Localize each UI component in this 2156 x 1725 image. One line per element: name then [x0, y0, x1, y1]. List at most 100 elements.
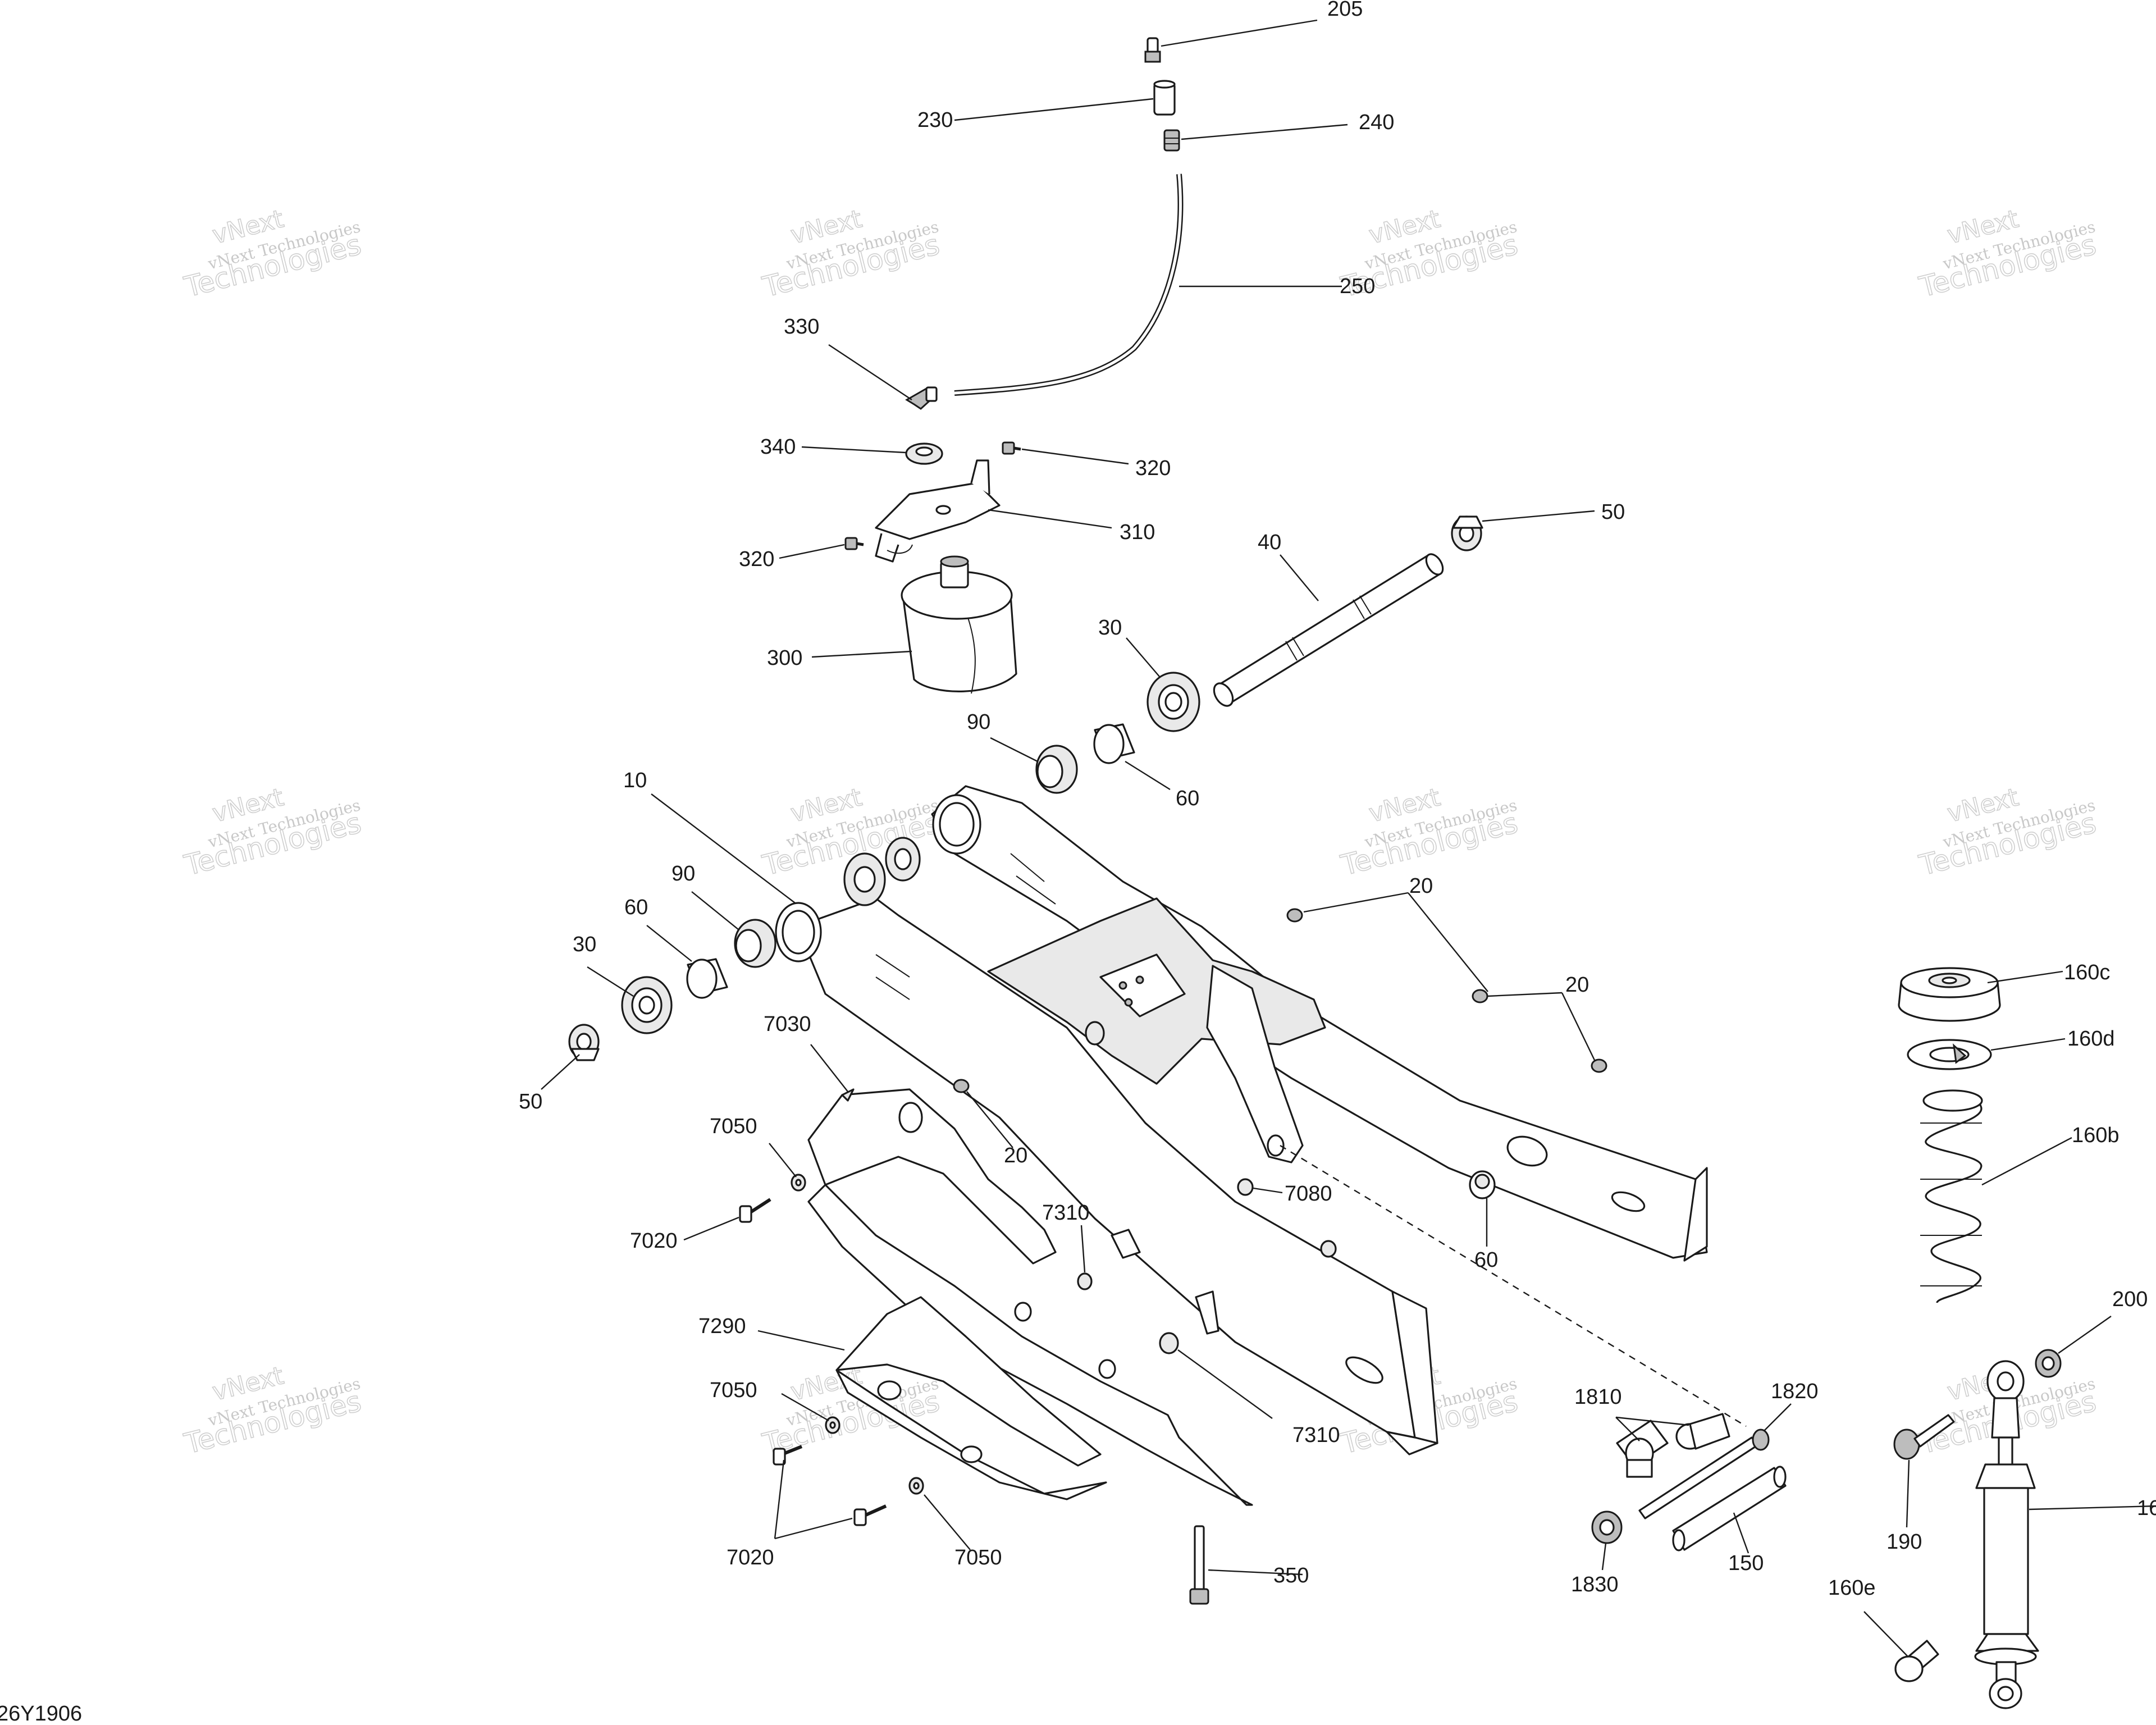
- watermark: vNext Technologies vNext Technologies: [180, 1361, 364, 1461]
- callout-300: 300: [767, 646, 802, 670]
- part-330-elbow-fitting: [905, 386, 938, 410]
- part-7050-washer-1: [791, 1174, 806, 1192]
- callout-7310-b: 7310: [1292, 1423, 1340, 1447]
- callout-7290: 7290: [698, 1315, 746, 1338]
- callout-90-left: 90: [672, 862, 695, 886]
- callout-200: 200: [2112, 1288, 2148, 1311]
- callout-7310-a: 7310: [1042, 1201, 1090, 1225]
- part-230-adaptor: [1153, 80, 1176, 116]
- callout-310: 310: [1120, 521, 1155, 544]
- part-40-pivot-shaft: [1213, 553, 1444, 707]
- callout-90-right: 90: [967, 710, 990, 734]
- part-50-pivot-nut-right: [1451, 515, 1483, 551]
- figure-code: 26Y1906: [0, 1702, 82, 1725]
- callout-50-left: 50: [519, 1090, 542, 1114]
- part-160d-spring-clip: [1907, 1039, 1992, 1070]
- callout-160e: 160e: [1828, 1576, 1876, 1600]
- part-190-shock-bolt: [1893, 1414, 1955, 1460]
- alignment-line: [1280, 1144, 1747, 1427]
- callout-320-lower: 320: [739, 547, 774, 571]
- callout-20-b: 20: [1565, 973, 1589, 997]
- part-10-swing-arm: [775, 785, 1708, 1455]
- callout-205: 205: [1327, 0, 1363, 21]
- part-60-bushing-left: [686, 958, 728, 999]
- callout-340: 340: [760, 435, 796, 459]
- callout-7020-a: 7020: [630, 1229, 678, 1253]
- part-20-plug-3: [1591, 1058, 1607, 1073]
- part-1810-bushings: [1616, 1413, 1730, 1478]
- callout-160b: 160b: [2072, 1124, 2120, 1147]
- part-7310-clip-2: [1014, 1302, 1179, 1379]
- callout-10: 10: [623, 769, 647, 792]
- part-90-seal-left: [734, 919, 776, 968]
- part-205-grease-fitting: [1144, 37, 1161, 63]
- part-1820-bolt: [1638, 1429, 1770, 1519]
- part-30-bearing-right: [1146, 672, 1200, 732]
- callout-7050-b: 7050: [710, 1379, 757, 1402]
- part-7290-slider: [835, 1296, 1107, 1500]
- callout-7050-c: 7050: [954, 1546, 1002, 1569]
- part-160-shock-absorber: [1974, 1360, 2039, 1709]
- part-320-screw-upper: [1002, 441, 1021, 455]
- watermarks: vNext Technologies vNext Technologies vN…: [180, 204, 2099, 1461]
- part-20-plug-4: [953, 1079, 970, 1093]
- callout-60-left: 60: [624, 896, 648, 919]
- callout-1830: 1830: [1571, 1573, 1619, 1596]
- part-7020-screw-1: [739, 1198, 771, 1223]
- part-7030-chain-guard: [807, 1088, 1253, 1506]
- callout-7020-b: 7020: [727, 1546, 774, 1569]
- callout-320-upper: 320: [1135, 457, 1171, 480]
- part-250-grease-hose: [954, 174, 1184, 396]
- callout-1810: 1810: [1574, 1385, 1622, 1409]
- part-7020-screw-2: [773, 1445, 803, 1466]
- part-240-fitting: [1163, 129, 1180, 152]
- part-20-plug-2: [1472, 989, 1488, 1003]
- part-20-plug-1: [1286, 908, 1303, 923]
- part-320-screw-lower: [844, 537, 864, 550]
- callout-7080: 7080: [1285, 1182, 1332, 1206]
- part-160b-spring: [1920, 1089, 1983, 1303]
- callout-20-a: 20: [1409, 874, 1433, 898]
- callout-30-left: 30: [573, 933, 596, 956]
- callout-350: 350: [1273, 1564, 1309, 1587]
- part-1830-nut: [1591, 1510, 1623, 1544]
- watermark: vNext Technologies vNext Technologies: [180, 204, 364, 304]
- part-200-shock-nut: [2035, 1349, 2062, 1378]
- part-7020-screw-3: [853, 1504, 887, 1526]
- parts: [568, 37, 2062, 1709]
- leader-lines: [541, 19, 2156, 1657]
- part-350-shock-bolt: [1189, 1525, 1209, 1605]
- callout-7050-a: 7050: [710, 1115, 757, 1138]
- callout-330: 330: [784, 315, 819, 339]
- watermark: vNext Technologies vNext Technologies: [180, 782, 364, 882]
- part-310-reservoir-bracket: [875, 459, 1001, 563]
- part-30-bearing-left: [621, 976, 673, 1034]
- part-50-pivot-nut-left: [568, 1024, 600, 1061]
- watermark: vNext Technologies vNext Technologies: [1915, 782, 2099, 882]
- part-60-inner-bushing: [1469, 1170, 1496, 1199]
- part-7310-clip-1: [1077, 1229, 1219, 1335]
- callout-40: 40: [1258, 531, 1281, 554]
- callout-20-c: 20: [1004, 1144, 1027, 1167]
- callout-7030: 7030: [764, 1012, 811, 1036]
- part-150-sleeve: [1672, 1466, 1787, 1551]
- callout-230: 230: [917, 108, 953, 132]
- callout-160: 16: [2137, 1496, 2156, 1520]
- part-160e-bushing: [1894, 1640, 1939, 1682]
- watermark: vNext Technologies vNext Technologies: [1337, 782, 1521, 882]
- callout-150: 150: [1728, 1551, 1764, 1575]
- part-7050-washer-3: [908, 1477, 924, 1495]
- part-7050-washer-2: [825, 1416, 841, 1434]
- callout-labels: 205 230 240 250 330 340 320 310 320 300 …: [519, 0, 2156, 1600]
- callout-240: 240: [1359, 111, 1394, 134]
- callout-160c: 160c: [2064, 961, 2110, 984]
- watermark: vNext Technologies vNext Technologies: [759, 204, 943, 304]
- part-160c-spring-retainer: [1898, 967, 2001, 1022]
- part-60-bushing-right: [1093, 723, 1135, 764]
- watermark: vNext Technologies vNext Technologies: [1915, 204, 2099, 304]
- callout-50-right: 50: [1601, 500, 1625, 524]
- callout-60-inner: 60: [1474, 1248, 1498, 1272]
- part-300-reservoir: [901, 555, 1017, 694]
- part-340-nut: [905, 442, 943, 465]
